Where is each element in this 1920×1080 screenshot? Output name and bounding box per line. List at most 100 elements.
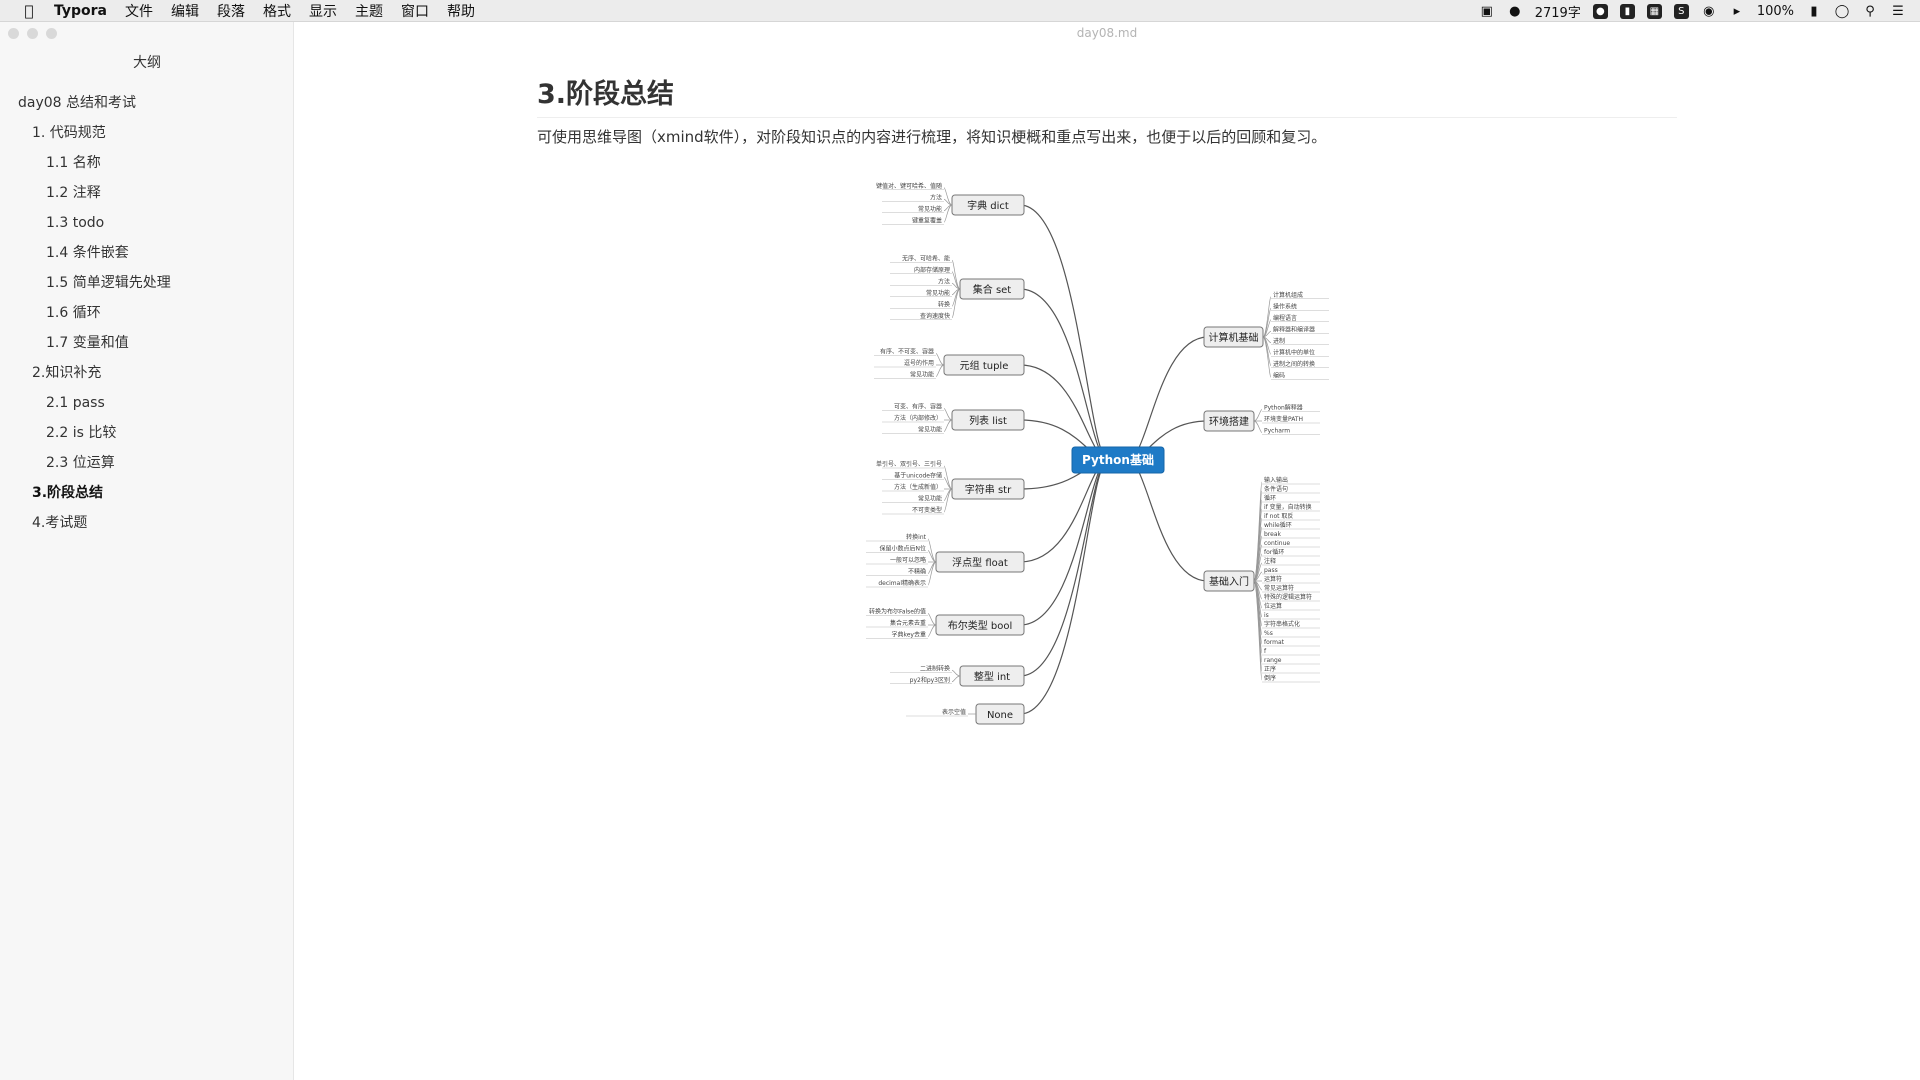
- leaf-label: 常见功能: [918, 205, 942, 213]
- leaf-connector: [943, 204, 953, 223]
- branch-label: 计算机基础: [1209, 331, 1259, 344]
- leaf-label: 计算机组成: [1273, 291, 1303, 299]
- menu-view[interactable]: 显示: [309, 3, 338, 20]
- apple-icon[interactable]: : [18, 0, 40, 22]
- menu-app-typora[interactable]: Typora: [54, 2, 108, 19]
- center-node: [1071, 446, 1165, 474]
- outline-item[interactable]: 4.考试题: [32, 515, 88, 531]
- outline-item[interactable]: 1.4 条件嵌套: [46, 245, 129, 261]
- leaf-label: 查询速度快: [920, 312, 950, 320]
- branch-label: 整型 int: [974, 670, 1010, 683]
- leaf-label: format: [1264, 639, 1285, 646]
- outline-item-active[interactable]: 3.阶段总结: [32, 485, 104, 501]
- screen-record-icon[interactable]: ▣: [1480, 3, 1493, 19]
- menu-edit[interactable]: 编辑: [171, 3, 200, 20]
- outline-item[interactable]: 2.2 is 比较: [46, 425, 117, 441]
- leaf-label: 方法（内部修改）: [894, 414, 942, 422]
- branch-label: 布尔类型 bool: [948, 619, 1013, 632]
- record-app-icon[interactable]: ●: [1592, 3, 1608, 19]
- wifi-icon[interactable]: ◉: [1703, 3, 1715, 19]
- branch-label: 字符串 str: [965, 483, 1012, 496]
- leaf-label: 内部存储原理: [914, 266, 950, 274]
- menu-paragraph[interactable]: 段落: [217, 3, 246, 20]
- leaf-label: 转换int: [906, 533, 926, 541]
- leaf-label: 常见功能: [918, 426, 942, 434]
- clock-icon[interactable]: ◯: [1834, 3, 1850, 19]
- control-center-icon[interactable]: ☰: [1892, 3, 1904, 19]
- leaf-label: 不可变类型: [912, 506, 942, 514]
- outline-item[interactable]: 1.1 名称: [46, 155, 101, 171]
- outline-item[interactable]: 2.知识补充: [32, 365, 102, 381]
- wechat-icon[interactable]: ●: [1509, 3, 1521, 19]
- menu-theme[interactable]: 主题: [355, 3, 384, 20]
- leaf-label: 运算符: [1264, 575, 1282, 583]
- leaf-label: 编码: [1273, 371, 1285, 379]
- microphone-icon[interactable]: ▮: [1619, 3, 1635, 19]
- leaf-label: 常见功能: [918, 495, 942, 503]
- volume-icon[interactable]: ▸: [1733, 3, 1741, 19]
- outline-title: 大纲: [133, 55, 161, 71]
- leaf-label: 键值对、键可哈希、值随: [876, 182, 942, 190]
- leaf-connector: [935, 364, 945, 377]
- zoom-window-icon[interactable]: [46, 28, 57, 39]
- leaf-label: 字符串格式化: [1264, 620, 1300, 628]
- leaf-connector: [927, 624, 937, 637]
- outline-item[interactable]: 1.5 简单逻辑先处理: [46, 275, 171, 291]
- leaf-label: 倒序: [1264, 674, 1276, 682]
- leaf-label: Pycharm: [1264, 428, 1290, 435]
- leaf-connector: [943, 488, 953, 513]
- leaf-label: 逗号的作用: [904, 359, 934, 367]
- leaf-label: 二进制转换: [920, 664, 950, 672]
- leaf-label: 无序、可哈希、能: [902, 254, 950, 262]
- leaf-label: 保留小数点后N位: [880, 545, 927, 553]
- leaf-connector: [951, 669, 961, 677]
- menu-format[interactable]: 格式: [263, 3, 292, 20]
- menu-help[interactable]: 帮助: [447, 3, 476, 20]
- close-window-icon[interactable]: [8, 28, 19, 39]
- mindmap-connector: [1019, 459, 1109, 715]
- section-heading[interactable]: 3.阶段总结: [537, 72, 1677, 118]
- outline-item[interactable]: 2.3 位运算: [46, 455, 115, 471]
- sync-app-icon[interactable]: S: [1673, 3, 1689, 19]
- mindmap-connector: [1019, 459, 1109, 677]
- window-controls: [8, 28, 57, 39]
- leaf-label: 有序、不可变、容器: [880, 348, 934, 356]
- leaf-label: 注释: [1264, 557, 1276, 565]
- outline-item[interactable]: 1.7 变量和值: [46, 335, 129, 351]
- mindmap-connector: [1019, 288, 1109, 461]
- grid-app-icon[interactable]: ▦: [1646, 3, 1662, 19]
- leaf-label: 集合元素去重: [890, 619, 926, 627]
- branch-label: 集合 set: [973, 283, 1012, 296]
- minimize-window-icon[interactable]: [27, 28, 38, 39]
- leaf-label: 方法: [930, 193, 942, 201]
- leaf-label: 环境变量PATH: [1264, 415, 1303, 423]
- outline-item[interactable]: 1. 代码规范: [32, 125, 106, 141]
- leaf-label: 方法（生成新值）: [894, 483, 942, 491]
- outline-item[interactable]: day08 总结和考试: [18, 95, 137, 111]
- outline-item[interactable]: 2.1 pass: [46, 395, 105, 411]
- outline-item[interactable]: 1.2 注释: [46, 185, 101, 201]
- leaf-label: if 变量，自动转换: [1264, 503, 1312, 511]
- leaf-label: 单引号、双引号、三引号: [876, 460, 942, 468]
- leaf-connector: [927, 538, 937, 563]
- outline-sidebar: 大纲 day08 总结和考试 1. 代码规范 1.1 名称 1.2 注释 1.3…: [0, 22, 294, 1080]
- leaf-label: 进制: [1273, 337, 1285, 345]
- leaf-label: 计算机中的单位: [1273, 348, 1315, 356]
- battery-icon[interactable]: ▮: [1810, 3, 1818, 19]
- leaf-label: for循环: [1264, 548, 1284, 556]
- menu-window[interactable]: 窗口: [401, 3, 430, 20]
- leaf-label: 正序: [1264, 665, 1276, 673]
- leaf-label: 可变、有序、容器: [894, 403, 942, 411]
- outline-item[interactable]: 1.6 循环: [46, 305, 101, 321]
- leaf-label: Python解释器: [1264, 404, 1303, 412]
- outline-list: day08 总结和考试 1. 代码规范 1.1 名称 1.2 注释 1.3 to…: [0, 88, 294, 538]
- battery-percent[interactable]: 100%: [1756, 3, 1794, 19]
- outline-item[interactable]: 1.3 todo: [46, 215, 105, 231]
- branch-label: None: [987, 710, 1013, 721]
- menu-file[interactable]: 文件: [125, 3, 154, 20]
- document-title: day08.md: [1076, 26, 1138, 40]
- mindmap-connector: [1019, 459, 1109, 563]
- paragraph-text[interactable]: 可使用思维导图（xmind软件），对阶段知识点的内容进行梳理，将知识梗概和重点写…: [537, 128, 1327, 146]
- word-count[interactable]: 2719字: [1534, 5, 1581, 21]
- search-icon[interactable]: ⚲: [1865, 3, 1875, 19]
